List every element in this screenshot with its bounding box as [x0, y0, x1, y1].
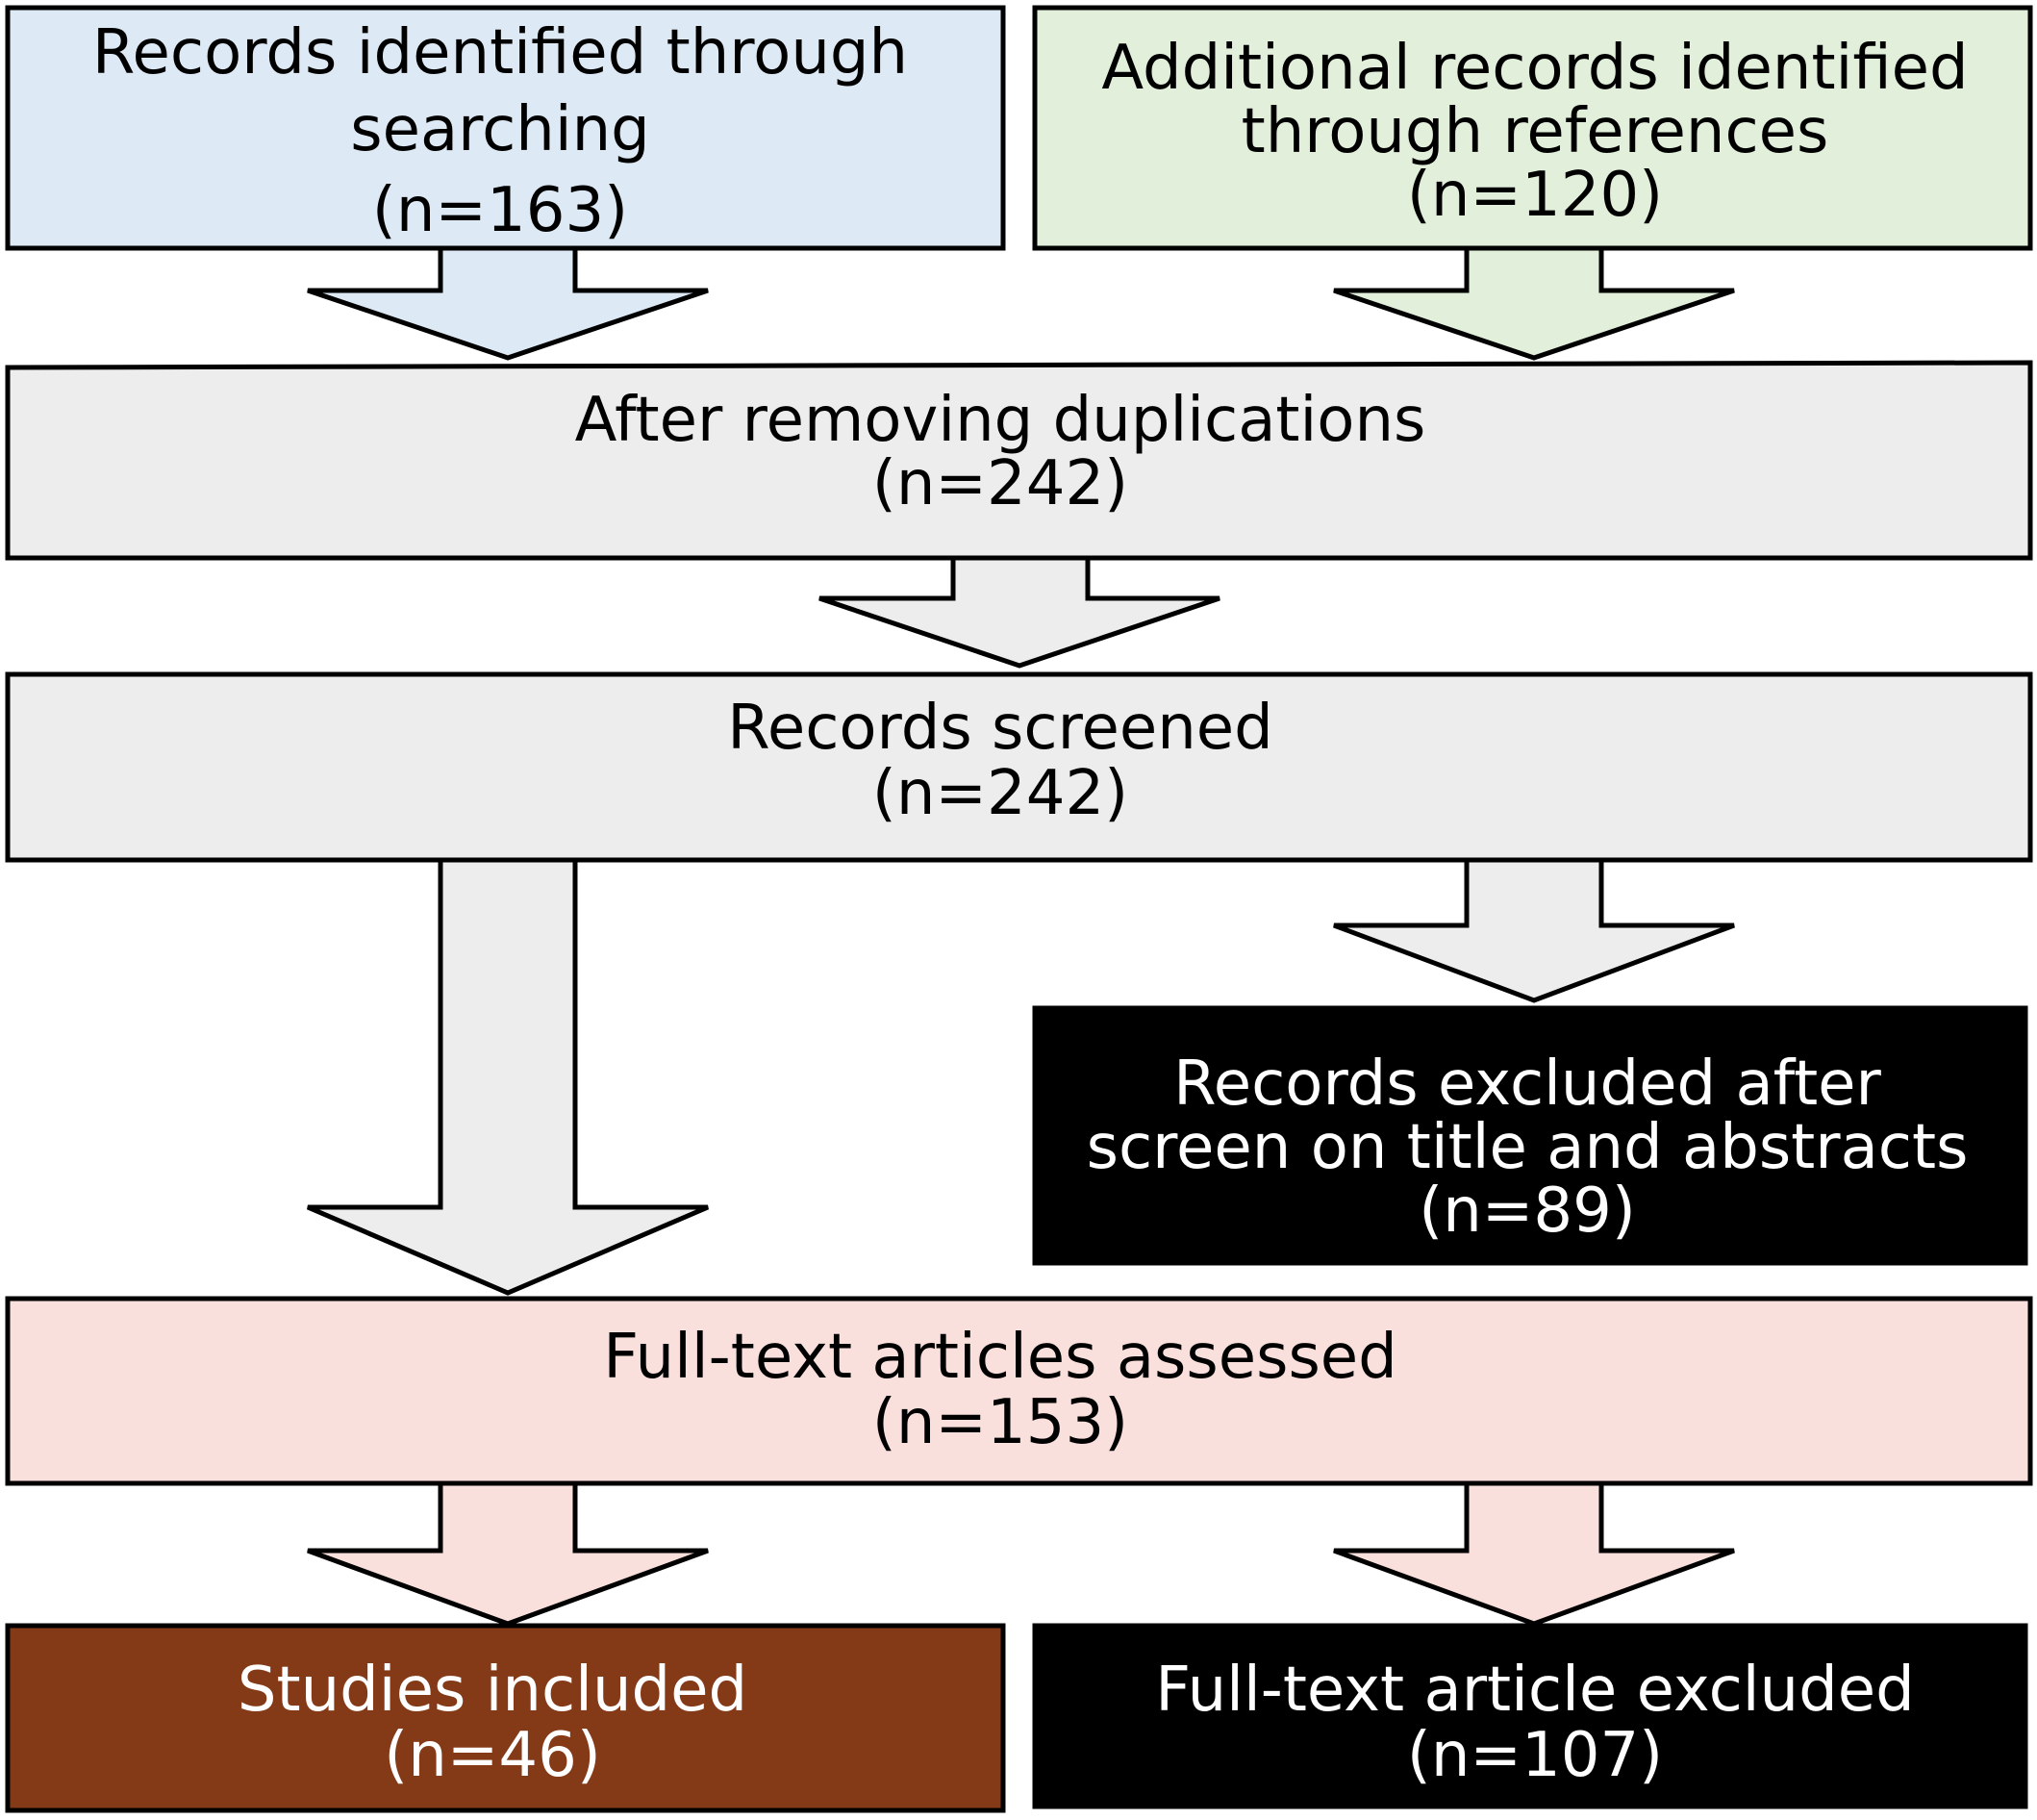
- box-after-removing-duplications-line-2: (n=242): [872, 448, 1128, 519]
- box-additional-references: Additional records identified through re…: [1032, 5, 2033, 251]
- arrow-screened-to-excluded: [1333, 855, 1735, 1003]
- arrow-assessed-to-included: [307, 1479, 709, 1627]
- box-full-text-excluded-line-2: (n=107): [1407, 1720, 1663, 1791]
- box-records-screened-line-1: Records screened: [727, 693, 1273, 764]
- box-after-removing-duplications-line-1: After removing duplications: [575, 385, 1426, 456]
- box-records-excluded-screen-line-2: screen on title and abstracts: [1087, 1112, 1969, 1183]
- box-full-text-excluded: Full-text article excluded (n=107): [1032, 1623, 2028, 1809]
- box-records-searching-line-2: searching: [350, 94, 650, 165]
- box-records-excluded-screen-line-1: Records excluded after: [1173, 1049, 1881, 1120]
- box-studies-included-line-2: (n=46): [384, 1720, 601, 1791]
- box-additional-references-line-1: Additional records identified: [1101, 33, 1968, 104]
- arrow-searching-to-deduplicated: [307, 245, 709, 361]
- box-full-text-assessed: Full-text articles assessed (n=153): [5, 1296, 2033, 1486]
- box-records-screened-line-2: (n=242): [872, 758, 1128, 829]
- arrow-screened-to-assessed: [307, 855, 709, 1296]
- box-studies-included: Studies included (n=46): [5, 1623, 1006, 1813]
- box-records-screened: Records screened (n=242): [5, 671, 2033, 863]
- box-records-searching: Records identified through searching (n=…: [5, 5, 1006, 251]
- box-records-searching-line-1: Records identified through: [92, 17, 908, 88]
- box-records-searching-line-3: (n=163): [372, 175, 628, 246]
- box-additional-references-line-3: (n=120): [1407, 160, 1663, 231]
- arrow-references-to-deduplicated: [1333, 245, 1735, 361]
- box-after-removing-duplications: After removing duplications (n=242): [5, 360, 2033, 561]
- box-full-text-assessed-line-1: Full-text articles assessed: [603, 1322, 1397, 1393]
- box-additional-references-line-2: through references: [1242, 96, 1829, 167]
- box-full-text-excluded-line-1: Full-text article excluded: [1155, 1655, 1914, 1726]
- box-full-text-assessed-line-2: (n=153): [872, 1387, 1128, 1458]
- arrow-deduplicated-to-screened: [818, 553, 1220, 669]
- box-studies-included-line-1: Studies included: [238, 1655, 747, 1726]
- arrow-assessed-to-excluded: [1333, 1479, 1735, 1627]
- box-records-excluded-screen: Records excluded after screen on title a…: [1032, 1005, 2028, 1266]
- box-records-excluded-screen-line-3: (n=89): [1419, 1175, 1636, 1247]
